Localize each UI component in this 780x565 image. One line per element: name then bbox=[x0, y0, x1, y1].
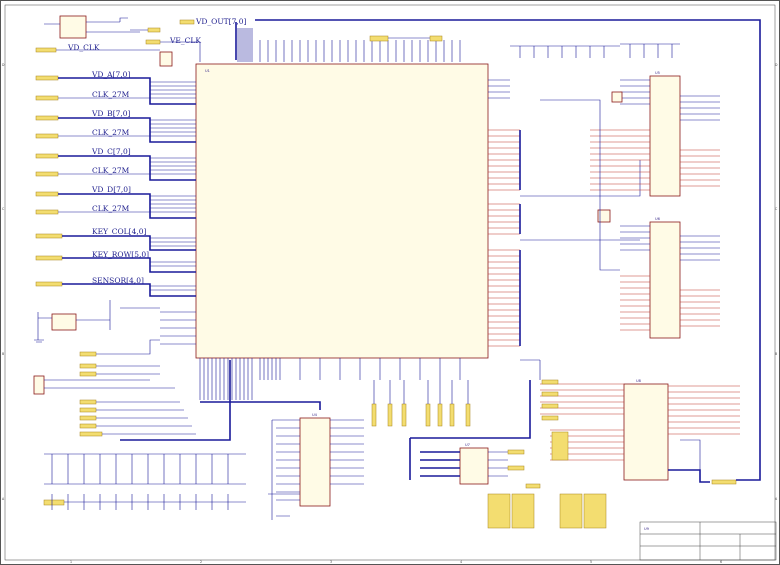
main-fpga-chip bbox=[195, 63, 489, 359]
main-chip-right-pins bbox=[488, 79, 641, 361]
zone-letter-c-right: C bbox=[775, 207, 778, 211]
zone-number-6: 6 bbox=[720, 560, 722, 564]
clock-ports: VD_CLK VE_CLK bbox=[35, 36, 201, 67]
oscillator-chip bbox=[59, 15, 87, 39]
chip-u5: U5 bbox=[590, 71, 720, 197]
vd-b-label: VD_B[7,0] bbox=[91, 109, 131, 118]
inner-border bbox=[4, 4, 776, 561]
zone-number-1: 1 bbox=[70, 560, 72, 564]
vd-out-label: VD_OUT[7,0] bbox=[195, 17, 247, 26]
oscillator-block bbox=[44, 15, 161, 39]
zone-letter-d: D bbox=[2, 63, 5, 67]
vd-c-label: VD_C[7,0] bbox=[91, 147, 131, 156]
zone-number-5: 5 bbox=[590, 560, 592, 564]
chip-u4-label: U4 bbox=[312, 413, 318, 417]
title-block: U9 bbox=[639, 521, 777, 561]
clk-27m-a-label: CLK_27M bbox=[92, 90, 130, 99]
key-row-label: KEY_ROW[5,0] bbox=[92, 250, 149, 259]
zone-letter-c: C bbox=[2, 207, 5, 211]
main-chip-left-pins bbox=[150, 81, 196, 345]
main-chip-label: U1 bbox=[205, 69, 210, 73]
chip-u6: U6 bbox=[539, 99, 720, 380]
zone-letter-b-right: B bbox=[775, 352, 777, 356]
chip-u7: U7 bbox=[409, 380, 541, 489]
chip-u8: U8 bbox=[540, 379, 761, 485]
vd-a-label: VD_A[7,0] bbox=[91, 70, 130, 79]
clk-27m-d-label: CLK_27M bbox=[92, 204, 130, 213]
vd-d-label: VD_D[7,0] bbox=[91, 185, 131, 194]
zone-number-2: 2 bbox=[200, 560, 202, 564]
zone-letter-d-right: D bbox=[775, 63, 778, 67]
clk-27m-b-label: CLK_27M bbox=[92, 128, 130, 137]
border-zone-labels: D C B A D C B A 1 2 3 4 5 6 bbox=[2, 63, 778, 564]
ve-clk-label: VE_CLK bbox=[169, 36, 201, 45]
zone-letter-b: B bbox=[2, 352, 4, 356]
bottom-tables bbox=[487, 493, 607, 529]
vd-clk-label: VD_CLK bbox=[67, 43, 100, 52]
zone-letter-a-right: A bbox=[775, 497, 778, 501]
zone-letter-a: A bbox=[2, 497, 5, 501]
bottom-left-capacitors bbox=[43, 453, 246, 510]
chip-u4: U4 bbox=[268, 413, 364, 520]
chip-u5-label: U5 bbox=[655, 71, 660, 75]
vd-out-bus: VD_OUT[7,0] bbox=[179, 17, 761, 470]
clk-27m-c-label: CLK_27M bbox=[92, 166, 130, 175]
zone-number-3: 3 bbox=[330, 560, 332, 564]
main-chip-bottom-pins bbox=[199, 358, 461, 410]
title-block-label: U9 bbox=[644, 527, 650, 531]
zone-number-4: 4 bbox=[460, 560, 462, 564]
left-bus-group: VD_A[7,0] CLK_27M VD_B[7,0] CLK_27M VD_C… bbox=[35, 70, 196, 297]
chip-u8-label: U8 bbox=[636, 379, 642, 383]
sensor-label: SENSOR[4,0] bbox=[92, 276, 144, 285]
chip-u7-label: U7 bbox=[465, 443, 470, 447]
vertical-ports bbox=[371, 380, 471, 427]
key-col-label: KEY_COL[4,0] bbox=[92, 227, 147, 236]
chip-u6-label: U6 bbox=[655, 217, 661, 221]
title-block-frame bbox=[639, 521, 777, 561]
top-capacitor-rows bbox=[259, 35, 680, 62]
left-power-circuit bbox=[33, 300, 231, 441]
